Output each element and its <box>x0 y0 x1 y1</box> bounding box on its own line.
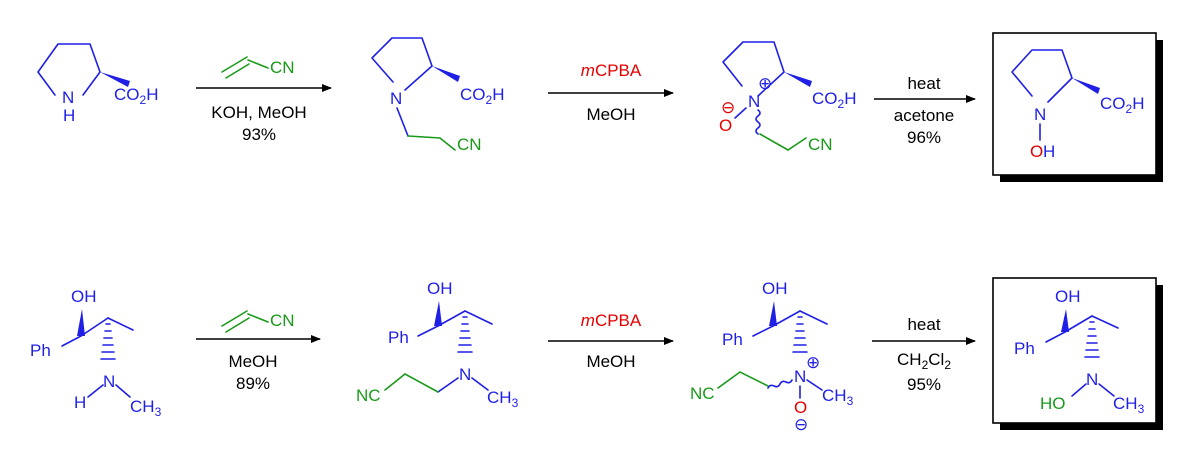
svg-text:Ph: Ph <box>388 328 409 347</box>
reaction-step-2: mCPBA MeOH <box>548 61 674 124</box>
svg-text:OH: OH <box>71 287 97 306</box>
acrylonitrile-reagent: CN <box>221 56 295 79</box>
svg-text:N: N <box>794 367 806 386</box>
svg-text:CH3: CH3 <box>487 388 519 410</box>
svg-text:acetone: acetone <box>894 106 955 125</box>
svg-text:CN: CN <box>808 135 833 154</box>
svg-text:N: N <box>748 92 760 111</box>
svg-text:95%: 95% <box>907 375 941 394</box>
svg-text:OH: OH <box>427 279 453 298</box>
svg-text:CH2Cl2: CH2Cl2 <box>897 350 951 372</box>
svg-text:H: H <box>74 393 86 412</box>
compound-proline-n-oxide: N ⊕ CO2H O ⊖ CN <box>719 41 856 154</box>
svg-text:CO2H: CO2H <box>812 89 856 111</box>
compound-cyanoethyl-proline: N CO2H CN <box>371 37 504 154</box>
svg-text:89%: 89% <box>236 374 270 393</box>
compound-pseudoephedrine-n-oxide: OH Ph N ⊕ CH3 O ⊖ NC <box>690 279 854 434</box>
svg-text:96%: 96% <box>907 128 941 147</box>
svg-text:⊕: ⊕ <box>758 74 772 93</box>
reaction-step-5: mCPBA MeOH <box>548 311 674 371</box>
reaction-step-1: CN KOH, MeOH 93% <box>196 56 332 144</box>
svg-text:heat: heat <box>907 74 940 93</box>
carboxyl-group: CO2H <box>114 85 158 107</box>
svg-text:heat: heat <box>907 315 940 334</box>
svg-text:N: N <box>1034 105 1046 124</box>
svg-text:⊖: ⊖ <box>721 98 735 117</box>
yield-label: 93% <box>242 125 276 144</box>
reagent-conditions: KOH, MeOH <box>211 103 306 122</box>
svg-text:mCPBA: mCPBA <box>581 311 642 330</box>
svg-text:Ph: Ph <box>30 341 51 360</box>
product-box-n-hydroxy-amine: OH Ph N HO CH3 <box>992 277 1163 430</box>
svg-text:CN: CN <box>457 135 482 154</box>
svg-text:MeOH: MeOH <box>586 105 635 124</box>
svg-text:Ph: Ph <box>1014 339 1035 358</box>
svg-text:CH3: CH3 <box>822 386 854 408</box>
svg-text:⊕: ⊕ <box>806 353 820 372</box>
svg-text:NC: NC <box>356 386 381 405</box>
svg-text:CH3: CH3 <box>1113 394 1145 416</box>
oxidant-label: mCPBA <box>581 61 642 80</box>
reaction-step-6: heat CH2Cl2 95% <box>872 315 976 394</box>
reaction-step-4: CN MeOH 89% <box>196 310 321 393</box>
svg-text:CH3: CH3 <box>130 397 162 419</box>
svg-text:N: N <box>103 372 115 391</box>
svg-text:CN: CN <box>270 58 295 77</box>
svg-text:MeOH: MeOH <box>586 352 635 371</box>
svg-text:CN: CN <box>270 311 295 330</box>
product-box-n-hydroxyproline: N CO2H O H <box>992 32 1163 182</box>
svg-text:NC: NC <box>690 384 715 403</box>
svg-text:Ph: Ph <box>722 330 743 349</box>
compound-cyanoethyl-pseudoephedrine: OH Ph N CH3 NC <box>356 279 519 410</box>
svg-text:O: O <box>1030 142 1043 161</box>
atom-h: H <box>63 106 75 125</box>
svg-text:MeOH: MeOH <box>228 352 277 371</box>
compound-proline: N H CO2H <box>37 43 158 125</box>
compound-pseudoephedrine: OH Ph N H CH3 <box>30 287 162 419</box>
svg-text:O: O <box>719 116 732 135</box>
svg-text:N: N <box>1086 370 1098 389</box>
svg-text:CO2H: CO2H <box>460 85 504 107</box>
svg-text:⊖: ⊖ <box>794 415 808 434</box>
svg-text:CO2H: CO2H <box>1100 94 1144 116</box>
svg-text:OH: OH <box>762 279 788 298</box>
svg-text:HO: HO <box>1040 394 1066 413</box>
svg-text:N: N <box>459 365 471 384</box>
svg-text:O: O <box>794 398 807 417</box>
svg-text:OH: OH <box>1055 287 1081 306</box>
atom-n: N <box>62 88 74 107</box>
svg-text:N: N <box>390 89 402 108</box>
acrylonitrile-reagent: CN <box>221 310 295 333</box>
svg-text:H: H <box>1043 142 1055 161</box>
reaction-step-3: heat acetone 96% <box>874 74 976 147</box>
